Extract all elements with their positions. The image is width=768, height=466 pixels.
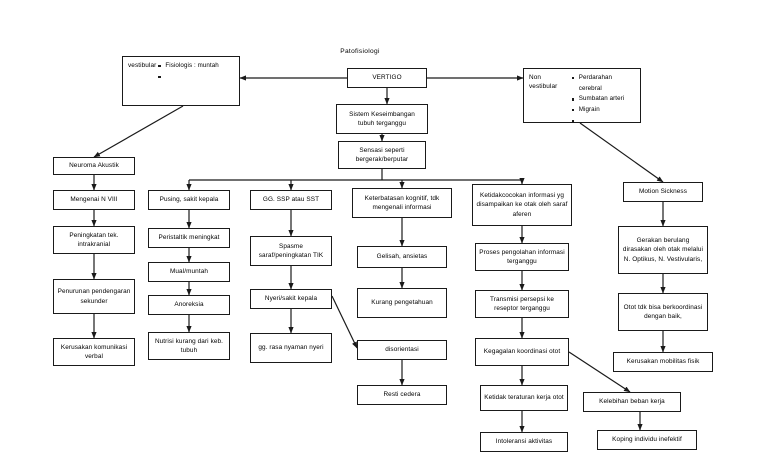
spasme-saraf-box: Spasme saraf/peningkatan TIK [250,236,332,266]
kurang-pengetahuan-box-label: Kurang pengetahuan [371,299,433,307]
koping-individu-inefektif-box-label: Koping individu inefektif [612,436,682,444]
vestibular-box-title: vestibular [128,62,157,69]
ketidakcocokan-informasi-box-label: Ketidakcocokan informasi yg disampaikan … [476,192,568,218]
kegagalan-koordinasi-otot-box-label: Kegagalan koordinasi otot [483,348,561,356]
gelisah-ansietas-box-label: Gelisah, ansietas [376,253,428,261]
sensasi-bergerak-box: Sensasi seperti bergerak/berputar [338,141,426,169]
gerakan-berulang-box-label: Gerakan berulang dirasakan oleh otak mel… [622,237,704,263]
sensasi-bergerak-box-label: Sensasi seperti bergerak/berputar [355,146,409,163]
kurang-pengetahuan-box: Kurang pengetahuan [357,288,447,318]
kerusakan-mobilitas-fisik-box: Kerusakan mobilitas fisik [613,352,713,372]
anoreksia-box: Anoreksia [148,295,230,315]
kerusakan-mobilitas-fisik-box-label: Kerusakan mobilitas fisik [626,358,700,366]
keterbatasan-kognitif-box: Keterbatasan kognitif, tdk mengenali inf… [352,188,452,218]
gg-rasa-nyaman-nyeri-box-label: gg. rasa nyaman nyeri [258,344,324,352]
peristaltik-meningkat-box: Peristaltik meningkat [148,228,230,248]
vertigo-box: VERTIGO [347,68,427,88]
gelisah-ansietas-box: Gelisah, ansietas [357,246,447,268]
edge-nonvest-to-motion [579,122,664,183]
neuroma-akustik-box-label: Neuroma Akustik [69,162,119,170]
proses-pengolahan-informasi-box: Proses pengolahan informasi terganggu [475,243,569,271]
disorientasi-box: disorientasi [357,340,447,360]
pusing-sakit-kepala-box: Pusing, sakit kepala [148,190,230,210]
penurunan-pendengaran-box-label: Penurunan pendengaran sekunder [57,288,131,305]
ketidakcocokan-informasi-box: Ketidakcocokan informasi yg disampaikan … [472,184,572,226]
nutrisi-kurang-box-label: Nutrisi kurang dari keb. tubuh [154,337,224,354]
disorientasi-box-label: disorientasi [385,346,419,354]
ketidak-teraturan-kerja-otot-box: Ketidak teraturan kerja otot [480,385,568,411]
nutrisi-kurang-box: Nutrisi kurang dari keb. tubuh [148,332,230,360]
vestibular-box-list: Fisiologis : muntah [156,61,219,79]
pusing-sakit-kepala-box-label: Pusing, sakit kepala [159,196,219,204]
gg-ssp-sst-box: GG. SSP atau SST [250,190,332,210]
peristaltik-meningkat-box-label: Peristaltik meningkat [158,234,220,242]
otot-tdk-berkoordinasi-box: Otot tdk bisa berkoordinasi dengan baik, [618,293,708,331]
kerusakan-komunikasi-verbal-box-label: Kerusakan komunikasi verbal [60,343,128,360]
resti-cedera-box-label: Resti cedera [383,391,421,399]
motion-sickness-box: Motion Sickness [623,182,703,202]
intoleransi-aktivitas-box: Intoleransi aktivitas [480,432,568,452]
gg-ssp-sst-box-label: GG. SSP atau SST [262,196,320,204]
transmisi-persepsi-box: Transmisi persepsi ke reseptor terganggu [475,290,569,318]
transmisi-persepsi-box-label: Transmisi persepsi ke reseptor terganggu [489,295,554,312]
spasme-saraf-box-label: Spasme saraf/peningkatan TIK [258,242,324,259]
kegagalan-koordinasi-otot-box: Kegagalan koordinasi otot [475,338,569,366]
peningkatan-tek-intrakranial-box: Peningkatan tek. intrakranial [53,226,135,254]
kelebihan-beban-kerja-box-label: Kelebihan beban kerja [599,398,665,406]
mengenai-n-viii-box: Mengenai N VIII [53,190,135,210]
gg-rasa-nyaman-nyeri-box: gg. rasa nyaman nyeri [250,333,332,363]
ketidak-teraturan-kerja-otot-box-label: Ketidak teraturan kerja otot [484,394,564,402]
anoreksia-box-label: Anoreksia [174,301,204,309]
nyeri-sakit-kepala-box: Nyeri/sakit kepala [250,289,332,309]
list-item: Fisiologis : muntah [158,61,219,72]
intoleransi-aktivitas-box-label: Intoleransi aktivitas [495,438,553,446]
list-item [158,72,219,79]
edge-vestibular-to-neuroma [93,105,184,158]
kelebihan-beban-kerja-box: Kelebihan beban kerja [583,392,681,412]
kerusakan-komunikasi-verbal-box: Kerusakan komunikasi verbal [53,338,135,366]
peningkatan-tek-intrakranial-box-label: Peningkatan tek. intrakranial [69,231,119,248]
list-item: Sumbatan arteri [571,94,635,105]
mual-muntah-box: Mual/muntah [148,262,230,282]
edge-nyeri-to-disorientasi [331,295,358,349]
page-title: Patofisiologi [340,48,380,55]
sistem-keseimbangan-box-label: Sistem Kesеimbangan tubuh terganggu [349,110,415,127]
non-vestibular-box-title: Non vestibular [529,74,558,91]
proses-pengolahan-informasi-box-label: Proses pengolahan informasi terganggu [479,248,565,265]
nyeri-sakit-kepala-box-label: Nyeri/sakit kepala [264,295,318,303]
penurunan-pendengaran-box: Penurunan pendengaran sekunder [53,279,135,314]
list-item: Migrain [571,105,635,116]
neuroma-akustik-box: Neuroma Akustik [53,157,135,175]
koping-individu-inefektif-box: Koping individu inefektif [597,430,697,450]
mengenai-n-viii-box-label: Mengenai N VIII [70,196,118,204]
keterbatasan-kognitif-box-label: Keterbatasan kognitif, tdk mengenali inf… [364,194,440,211]
vertigo-box-label: VERTIGO [372,74,402,82]
sistem-keseimbangan-box: Sistem Kesеimbangan tubuh terganggu [336,104,428,134]
resti-cedera-box: Resti cedera [357,385,447,405]
motion-sickness-box-label: Motion Sickness [638,188,688,196]
list-item [571,116,635,123]
list-item: Perdarahan cerebral [571,73,635,94]
mual-muntah-box-label: Mual/muntah [169,268,209,276]
gerakan-berulang-box: Gerakan berulang dirasakan oleh otak mel… [618,226,708,274]
otot-tdk-berkoordinasi-box-label: Otot tdk bisa berkoordinasi dengan baik, [623,303,703,320]
